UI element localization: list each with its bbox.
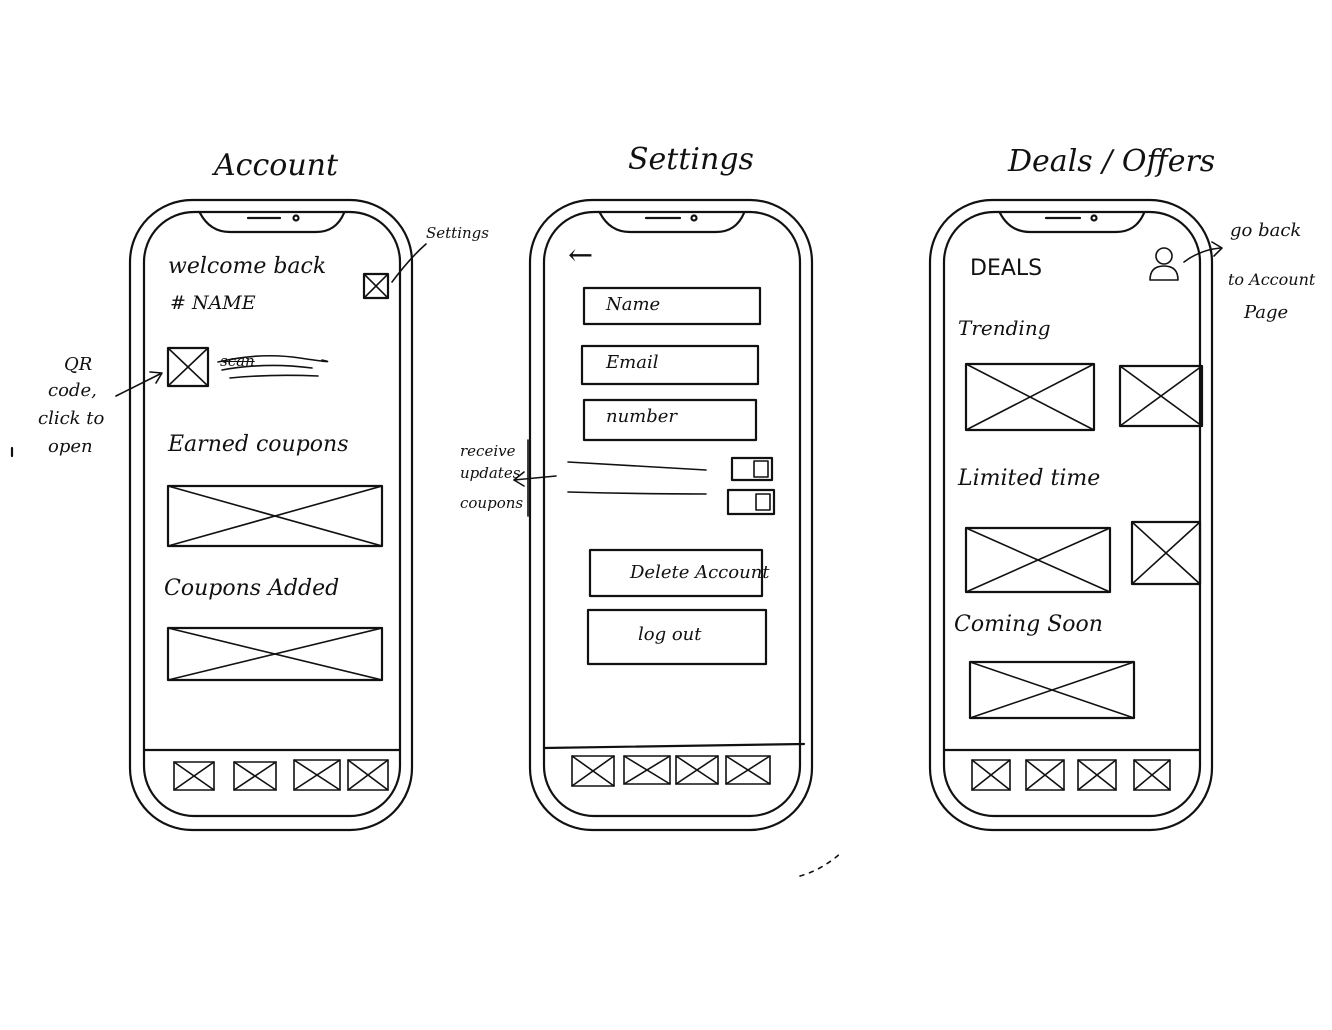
email-field-box[interactable] — [580, 344, 760, 386]
delete-account-label: Delete Account — [630, 562, 770, 583]
coming-soon-heading: Coming Soon — [954, 612, 1103, 637]
deals-nav-bar[interactable] — [971, 759, 1171, 791]
name-field-box[interactable] — [582, 286, 762, 326]
coupons-added-heading: Coupons Added — [164, 576, 340, 601]
earned-coupons-heading: Earned coupons — [168, 432, 349, 457]
user-name: # NAME — [170, 292, 256, 314]
trending-heading: Trending — [958, 316, 1051, 340]
number-field-box[interactable] — [582, 398, 758, 442]
log-out-label: log out — [638, 624, 702, 645]
coupons-toggle[interactable] — [726, 488, 776, 516]
qr-annotation-line4: open — [48, 436, 93, 457]
limited-time-heading: Limited time — [958, 466, 1101, 491]
title-settings: Settings — [628, 142, 754, 177]
coming-soon-card[interactable] — [968, 660, 1136, 720]
limited-card-2[interactable] — [1130, 520, 1202, 586]
go-back-annotation-line2: to Account — [1228, 270, 1316, 289]
limited-card-1[interactable] — [964, 526, 1112, 594]
back-arrow-icon[interactable]: ← — [568, 238, 594, 273]
qr-annotation-line3: click to — [38, 408, 105, 429]
go-back-annotation-line1: go back — [1230, 220, 1302, 241]
stray-mark-2 — [799, 851, 843, 877]
phone-deals — [928, 198, 1223, 832]
earned-coupons-card[interactable] — [166, 484, 384, 548]
receive-annotation-line1: receive — [460, 442, 516, 460]
title-account: Account — [214, 148, 339, 183]
updates-toggle[interactable] — [730, 456, 774, 482]
go-back-annotation-line3: Page — [1244, 302, 1289, 323]
title-deals: Deals / Offers — [1008, 144, 1216, 179]
settings-nav-bar[interactable] — [571, 755, 771, 787]
settings-annotation: Settings — [426, 224, 489, 242]
email-field-label: Email — [606, 352, 659, 373]
phone-account — [115, 198, 427, 832]
trending-card-1[interactable] — [964, 362, 1096, 432]
receive-annotation-line2: updates — [460, 464, 521, 482]
qr-annotation-line1: QR — [64, 354, 93, 375]
welcome-text: welcome back — [168, 254, 327, 279]
delete-account-box[interactable] — [588, 548, 764, 598]
settings-gear-box[interactable] — [362, 272, 390, 300]
receive-annotation-line3: coupons — [460, 494, 524, 512]
phone-settings — [513, 198, 814, 832]
name-field-label: Name — [606, 294, 661, 315]
trending-card-2[interactable] — [1118, 364, 1204, 428]
log-out-box[interactable] — [586, 608, 768, 666]
qr-annotation-line2: code, — [48, 380, 97, 401]
coupons-added-card[interactable] — [166, 626, 384, 682]
number-field-label: number — [606, 406, 678, 427]
scan-label: scan — [220, 352, 255, 370]
qr-code-box[interactable] — [166, 346, 210, 388]
deals-heading: DEALS — [970, 256, 1043, 281]
account-nav-bar[interactable] — [173, 759, 389, 791]
user-icon[interactable] — [1149, 247, 1179, 281]
